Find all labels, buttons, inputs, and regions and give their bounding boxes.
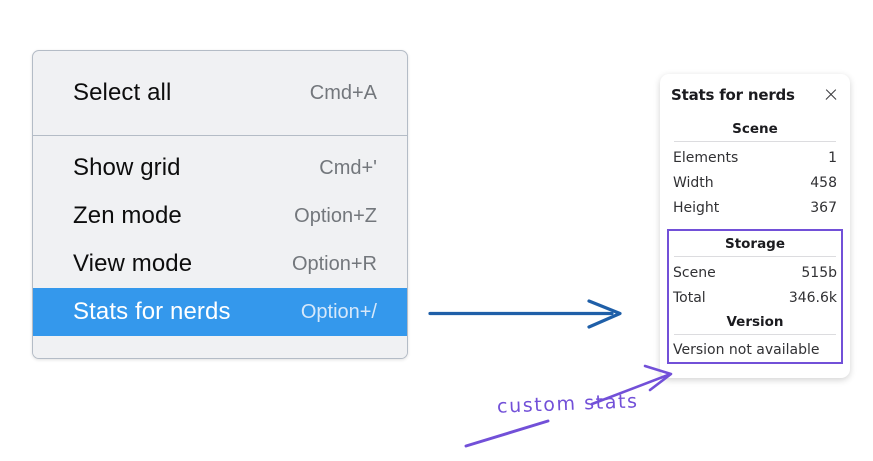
stat-value: 346.6k (788, 290, 837, 306)
menu-item-label: Stats for nerds (73, 298, 231, 325)
menu-item-shortcut: Option+/ (300, 300, 377, 323)
menu-bottom-padding (33, 336, 407, 358)
menu-item-label: Select all (73, 79, 172, 106)
menu-item-shortcut: Option+R (291, 252, 377, 275)
stat-key: Width (673, 175, 714, 191)
menu-item-show-grid[interactable]: Show grid Cmd+' (33, 144, 407, 192)
menu-section-top: Select all Cmd+A (33, 51, 407, 135)
close-icon[interactable] (823, 87, 839, 103)
stat-value: 458 (810, 175, 837, 191)
menu-item-shortcut: Cmd+' (319, 156, 377, 179)
menu-item-label: Zen mode (73, 202, 182, 229)
menu-item-shortcut: Option+Z (294, 204, 377, 227)
menu-item-label: View mode (73, 250, 193, 277)
context-menu[interactable]: Select all Cmd+A Show grid Cmd+' Zen mod… (32, 50, 408, 359)
stat-row: Elements 1 (671, 146, 839, 171)
storage-stats-group: Storage Scene 515b Total 346.6k (671, 233, 839, 311)
stat-row: Width 458 (671, 171, 839, 196)
stat-row: Height 367 (671, 196, 839, 221)
stat-key: Scene (673, 265, 716, 281)
stat-key: Total (673, 290, 706, 306)
menu-item-select-all[interactable]: Select all Cmd+A (33, 69, 407, 117)
stat-value: 1 (828, 150, 837, 166)
blue-arrow (428, 299, 622, 329)
stat-row: Total 346.6k (671, 286, 839, 311)
stat-key: Height (673, 200, 720, 216)
stat-row: Scene 515b (671, 261, 839, 286)
version-text: Version not available (673, 342, 820, 358)
menu-section-bottom: Show grid Cmd+' Zen mode Option+Z View m… (33, 136, 407, 358)
storage-rule (674, 256, 836, 257)
scene-stats-group: Scene Elements 1 Width 458 Height 367 (671, 120, 839, 221)
version-heading: Version (726, 314, 784, 330)
menu-item-view-mode[interactable]: View mode Option+R (33, 240, 407, 288)
scene-heading: Scene (732, 121, 778, 137)
menu-item-label: Show grid (73, 154, 181, 181)
menu-divider (33, 135, 407, 136)
stat-value: 515b (801, 265, 837, 281)
menu-item-shortcut: Cmd+A (309, 81, 377, 104)
menu-item-stats-for-nerds[interactable]: Stats for nerds Option+/ (33, 288, 407, 336)
stat-key: Elements (673, 150, 739, 166)
panel-header: Stats for nerds (671, 86, 839, 104)
purple-underline-stroke (464, 419, 550, 448)
version-stats-group: Version Version not available (671, 311, 839, 359)
custom-stats-annotation-label: custom stats (496, 390, 639, 418)
menu-item-zen-mode[interactable]: Zen mode Option+Z (33, 192, 407, 240)
scene-rule (674, 141, 836, 142)
custom-stats-highlight-box: Storage Scene 515b Total 346.6k Version … (667, 229, 843, 364)
stats-for-nerds-panel[interactable]: Stats for nerds Scene Elements 1 Width 4… (660, 74, 850, 378)
panel-title: Stats for nerds (671, 86, 795, 104)
version-rule (674, 334, 836, 335)
storage-heading: Storage (724, 236, 786, 252)
stat-value: 367 (810, 200, 837, 216)
